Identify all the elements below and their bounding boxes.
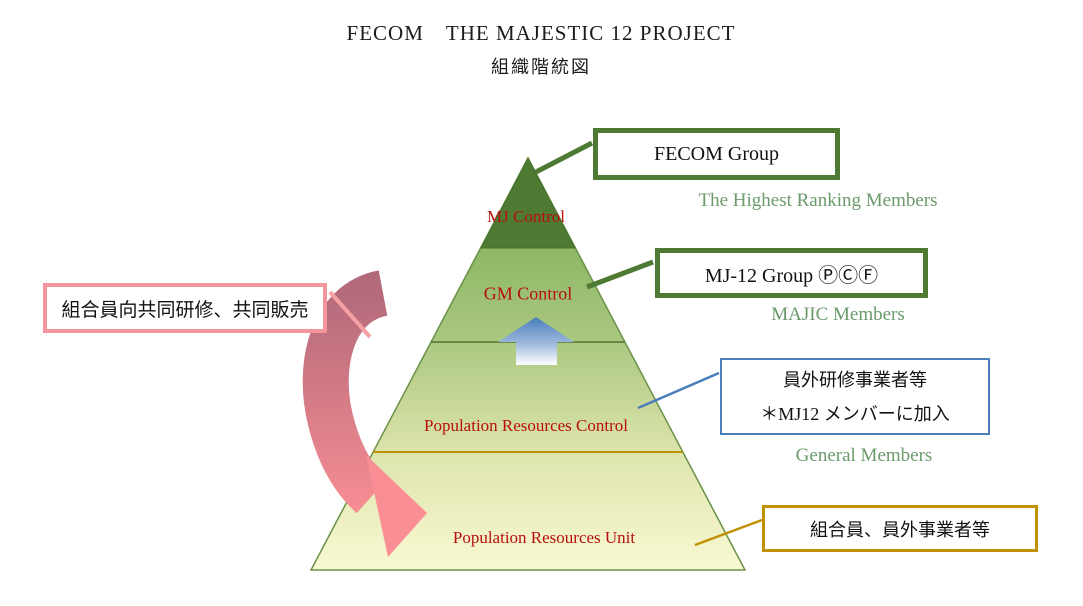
page-title: FECOM THE MAJESTIC 12 PROJECT	[346, 21, 736, 45]
mj12-group-label: MJ-12 Group ⓅⒸⒻ	[704, 264, 879, 287]
fecom-connector-line	[534, 140, 594, 175]
pyramid-label-mj-control: MJ Control	[487, 207, 565, 226]
gold-connector-line	[694, 518, 763, 547]
outside-trainees-box: 員外研修事業者等 ＊MJ12 メンバーに加入	[720, 358, 990, 435]
mj12-connector-line	[586, 259, 654, 290]
pink-connector-line	[328, 290, 372, 339]
pyramid-label-population-resources-control: Population Resources Control	[424, 416, 628, 435]
outside-trainees-line2: ＊MJ12 メンバーに加入	[760, 403, 950, 424]
joint-training-note-box: 組合員向共同研修、共同販売	[43, 283, 327, 333]
fecom-group-box: FECOM Group	[593, 128, 840, 180]
majic-members-label: MAJIC Members	[771, 304, 905, 325]
union-members-label: 組合員、員外事業者等	[810, 519, 990, 540]
curved-down-arrow-band	[302, 270, 389, 514]
up-arrow	[498, 317, 574, 365]
general-members-label: General Members	[795, 445, 933, 466]
outside-trainees-line1: 員外研修事業者等	[783, 369, 927, 390]
fecom-group-label: FECOM Group	[653, 142, 779, 165]
mj12-group-box: MJ-12 Group ⓅⒸⒻ	[655, 248, 928, 298]
page-subtitle: 組織階統図	[491, 57, 591, 77]
blue-connector-line	[637, 371, 720, 410]
pyramid-label-gm-control: GM Control	[483, 283, 573, 304]
pyramid-level-mj-control-shape	[480, 156, 576, 249]
pyramid-label-population-resources-unit: Population Resources Unit	[452, 528, 636, 547]
curved-down-arrow-head	[366, 455, 427, 557]
highest-ranking-members-label: The Highest Ranking Members	[698, 190, 938, 211]
joint-training-note-label: 組合員向共同研修、共同販売	[61, 299, 309, 321]
union-members-box: 組合員、員外事業者等	[762, 505, 1038, 552]
